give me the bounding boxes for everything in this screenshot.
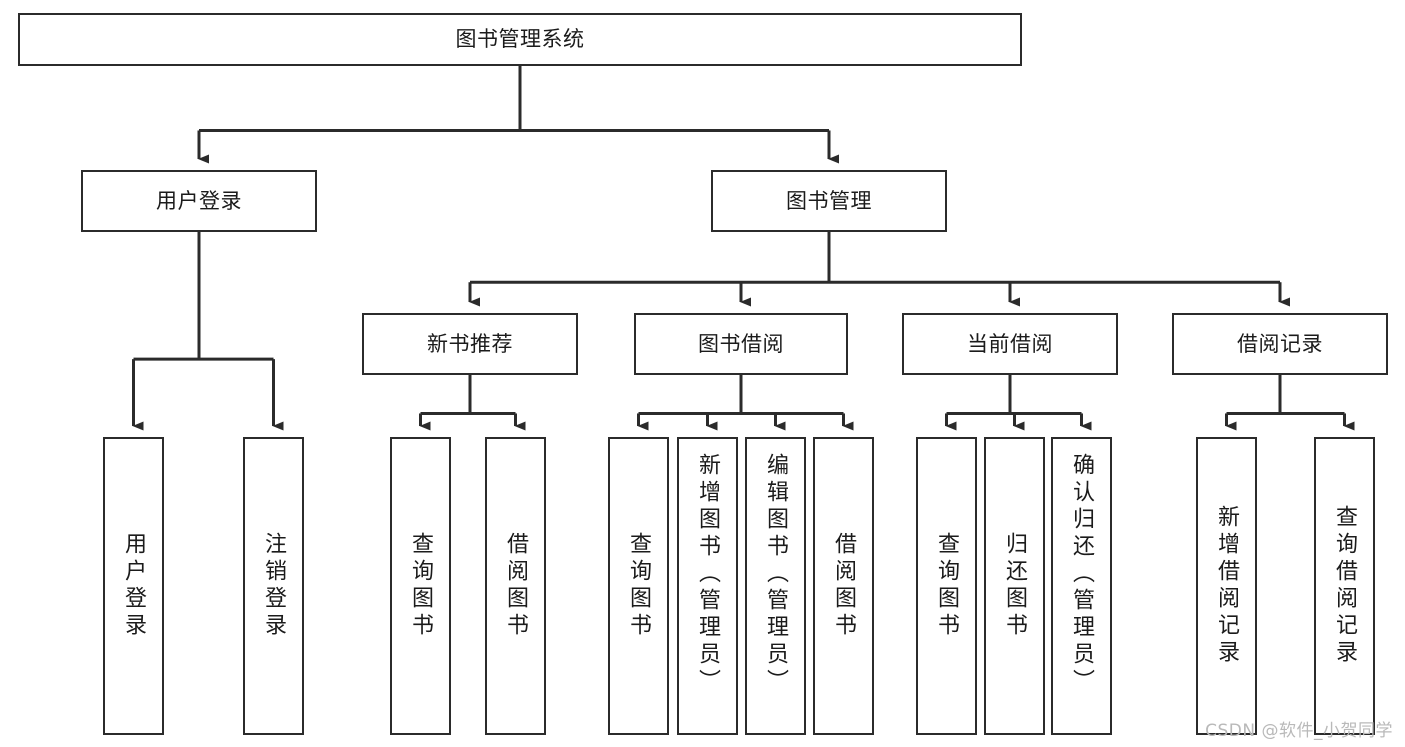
node-leaf-confirm-return[interactable]: 确认归还（管理员） — [1051, 437, 1112, 735]
node-label: 图书借阅 — [698, 331, 784, 356]
edge-trunk — [638, 375, 844, 415]
node-label: 图书管理 — [786, 188, 872, 213]
node-records[interactable]: 借阅记录 — [1172, 313, 1388, 375]
node-label: 用户登录 — [121, 532, 147, 640]
node-leaf-query-record[interactable]: 查询借阅记录 — [1314, 437, 1375, 735]
edge-trunk — [420, 375, 516, 415]
node-leaf-query-book-2[interactable]: 查询图书 — [608, 437, 669, 735]
node-label: 借阅图书 — [831, 532, 857, 640]
node-label: 查询借阅记录 — [1332, 505, 1358, 667]
node-label: 编辑图书（管理员） — [763, 453, 789, 696]
node-leaf-user-login[interactable]: 用户登录 — [103, 437, 164, 735]
node-borrow[interactable]: 图书借阅 — [634, 313, 848, 375]
node-root[interactable]: 图书管理系统 — [18, 13, 1022, 66]
node-current[interactable]: 当前借阅 — [902, 313, 1118, 375]
node-label: 借阅图书 — [503, 532, 529, 640]
node-label: 用户登录 — [156, 188, 242, 213]
node-label: 确认归还（管理员） — [1069, 453, 1095, 696]
edge-trunk — [133, 232, 274, 361]
node-label: 新增图书（管理员） — [695, 453, 721, 696]
edge-trunk — [199, 66, 829, 132]
node-newbook[interactable]: 新书推荐 — [362, 313, 578, 375]
node-label: 新书推荐 — [427, 331, 513, 356]
node-label: 借阅记录 — [1237, 331, 1323, 356]
node-login[interactable]: 用户登录 — [81, 170, 317, 232]
edge-trunk — [1226, 375, 1345, 415]
node-label: 新增借阅记录 — [1214, 505, 1240, 667]
node-leaf-borrow-book-1[interactable]: 借阅图书 — [485, 437, 546, 735]
node-leaf-query-book-3[interactable]: 查询图书 — [916, 437, 977, 735]
node-label: 查询图书 — [934, 532, 960, 640]
node-leaf-logout[interactable]: 注销登录 — [243, 437, 304, 735]
node-label: 归还图书 — [1002, 532, 1028, 640]
node-leaf-edit-book[interactable]: 编辑图书（管理员） — [745, 437, 806, 735]
node-leaf-add-book[interactable]: 新增图书（管理员） — [677, 437, 738, 735]
edge-group — [132, 66, 1355, 431]
node-leaf-return-book[interactable]: 归还图书 — [984, 437, 1045, 735]
node-leaf-add-record[interactable]: 新增借阅记录 — [1196, 437, 1257, 735]
edge-trunk — [946, 375, 1082, 415]
node-label: 查询图书 — [408, 532, 434, 640]
node-label: 图书管理系统 — [455, 27, 585, 52]
watermark-text: CSDN @软件_小贺同学 — [1205, 721, 1393, 741]
node-bookmgr[interactable]: 图书管理 — [711, 170, 947, 232]
node-label: 当前借阅 — [967, 331, 1053, 356]
node-leaf-borrow-book-2[interactable]: 借阅图书 — [813, 437, 874, 735]
node-leaf-query-book-1[interactable]: 查询图书 — [390, 437, 451, 735]
edge-trunk — [470, 232, 1280, 284]
node-label: 查询图书 — [626, 532, 652, 640]
node-label: 注销登录 — [261, 532, 287, 640]
